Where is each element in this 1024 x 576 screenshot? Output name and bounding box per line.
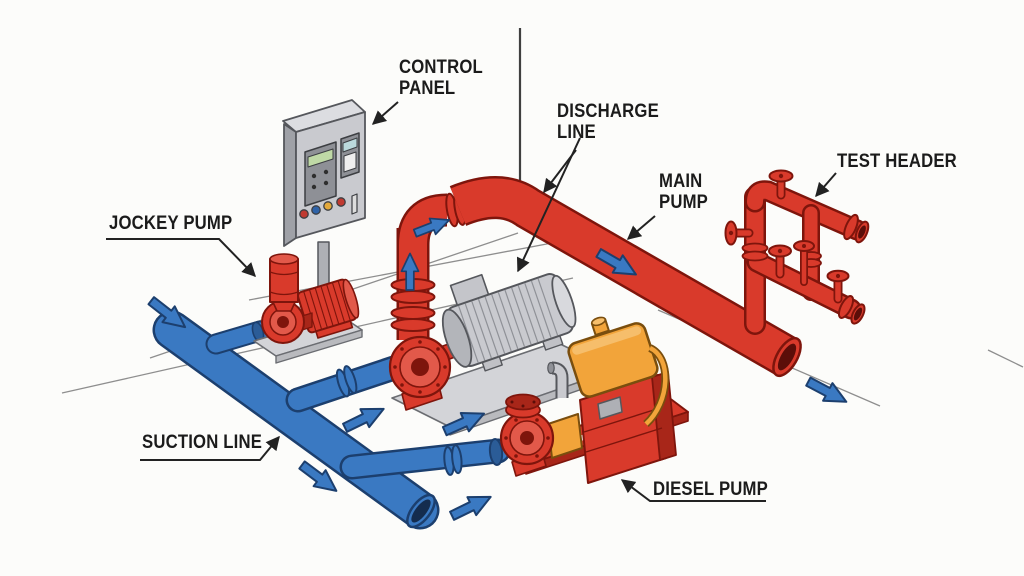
panel-slot [351,193,358,215]
control-panel-graphic [282,99,366,309]
flow-arrow [339,398,390,438]
flow-arrow [446,486,497,526]
test-header-graphic [724,169,870,335]
pump-top-flange [505,393,541,419]
pipe-mouth [772,336,802,378]
diesel-pump-graphic [499,316,689,484]
diesel-pump-label: DIESEL PUMP [653,479,768,500]
suction-line-label: SUCTION LINE [142,432,263,453]
control-panel-leader [371,101,399,125]
discharge-line-long-leader [516,137,581,273]
flow-arrow [802,371,853,412]
control-panel-label: CONTROL PANEL [399,57,483,99]
leader-arrows [106,101,837,502]
diesel-pump-leader [620,479,766,502]
main-pump-leader [626,215,656,240]
test-header-leader [815,172,837,198]
test-header-label: TEST HEADER [837,151,957,172]
main-motor [441,272,577,372]
panel-buttons[interactable] [299,197,346,219]
main-pump-label: MAIN PUMP [659,171,709,213]
jockey-pump-label: JOCKEY PUMP [109,213,233,234]
pipe-mouth [406,493,436,529]
jockey-pump-graphic [253,253,363,364]
suction-line-leader [140,435,280,461]
panel-lcd-screen [307,148,334,168]
exhaust-pipe [547,361,569,398]
test-header-outlets [837,213,870,325]
discharge-line-label: DISCHARGE LINE [557,101,659,143]
jockey-discharge-cylinder [269,253,299,312]
discharge-line-pipe [449,176,802,378]
suction-line-pipe [152,310,511,530]
fuel-tank [567,316,659,398]
pipe-flange [335,365,463,476]
engine-plate [597,396,623,420]
jockey-pump-leader [106,238,256,278]
